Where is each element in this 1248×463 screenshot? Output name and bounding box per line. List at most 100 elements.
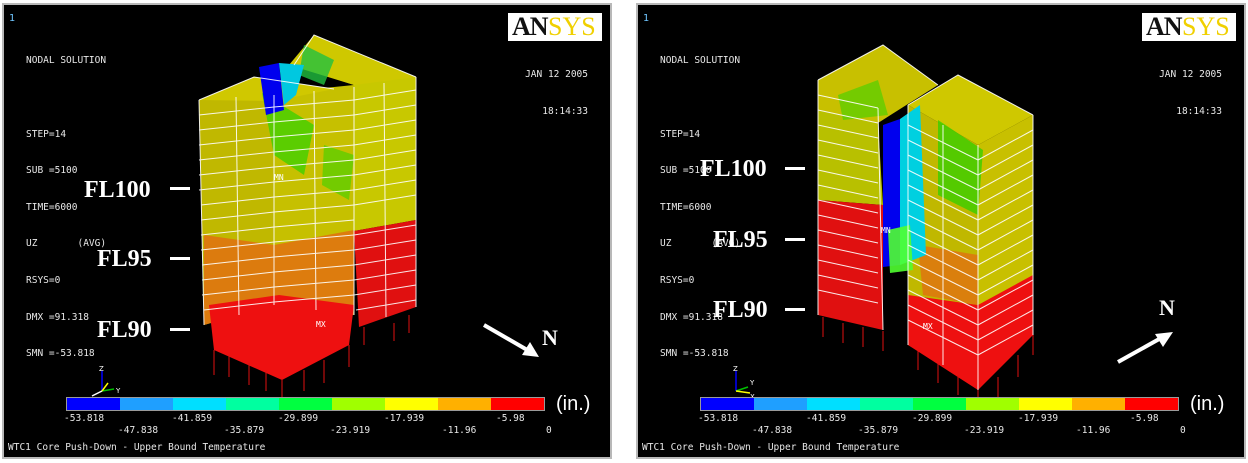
info-line: UZ (AVG) [26, 238, 107, 250]
result-panel-left: 1 NODAL SOLUTION ​ STEP=14 SUB =5100 TIM… [2, 3, 612, 459]
plot-footer: WTC1 Core Push-Down - Upper Bound Temper… [642, 442, 900, 453]
axis-label-y: Y [749, 379, 755, 387]
legend-swatch [67, 398, 120, 410]
info-line: TIME=6000 [660, 201, 712, 213]
time-text: 18:14:33 [542, 106, 588, 118]
legend-swatch [860, 398, 913, 410]
legend-label: -35.879 [224, 425, 265, 436]
plot-footer: WTC1 Core Push-Down - Upper Bound Temper… [8, 442, 266, 453]
axis-triad-icon: Z Y X [733, 365, 755, 401]
logo-an: AN [1146, 12, 1183, 41]
mn-marker: MN [274, 173, 284, 182]
building-model-right: MN MX Z Y X [733, 44, 1173, 407]
legend-label: -17.939 [384, 413, 425, 424]
logo-sys: SYS [548, 12, 596, 41]
north-arrow-icon [482, 323, 539, 357]
legend-swatch [332, 398, 385, 410]
legend-swatch [385, 398, 438, 410]
axis-triad-icon: Z Y [91, 365, 121, 397]
legend-swatch [173, 398, 226, 410]
legend-label: 0 [546, 425, 552, 436]
unit-label: (in.) [556, 393, 591, 415]
color-legend [700, 397, 1179, 411]
legend-swatch [120, 398, 173, 410]
unit-label: (in.) [1190, 393, 1225, 415]
floor-tick [170, 328, 190, 331]
info-line: SUB =5100 [26, 165, 78, 177]
floor-tick [170, 257, 190, 260]
info-line: STEP=14 [660, 128, 701, 140]
building-model-left: MN MX Z Y [91, 34, 539, 397]
color-legend [66, 397, 545, 411]
north-label: N [1159, 295, 1175, 320]
legend-swatch [913, 398, 966, 410]
legend-swatch [279, 398, 332, 410]
legend-label: -11.96 [1076, 425, 1111, 436]
info-line: SUB =5100 [660, 165, 712, 177]
solution-info: NODAL SOLUTION ​ STEP=14 SUB =5100 TIME=… [26, 31, 106, 385]
legend-label: -11.96 [442, 425, 477, 436]
logo-sys: SYS [1182, 12, 1230, 41]
floor-tick [785, 308, 805, 311]
legend-label: -47.838 [118, 425, 159, 436]
legend-label: -53.818 [698, 413, 739, 424]
info-line: SMN =-53.818 [660, 348, 729, 360]
axis-label-z: Z [99, 365, 104, 373]
legend-swatch [966, 398, 1019, 410]
solution-info: NODAL SOLUTION ​ STEP=14 SUB =5100 TIME=… [660, 31, 740, 385]
legend-swatch [491, 398, 544, 410]
info-line: NODAL SOLUTION [660, 55, 741, 67]
logo-an: AN [512, 12, 549, 41]
legend-swatch [1125, 398, 1178, 410]
legend-label: -5.98 [1130, 413, 1159, 424]
info-line: NODAL SOLUTION [26, 55, 107, 67]
result-panel-right: 1 NODAL SOLUTION ​ STEP=14 SUB =5100 TIM… [636, 3, 1246, 459]
floor-label-fl90: FL90 [713, 297, 768, 323]
legend-swatch [754, 398, 807, 410]
floor-label-fl90: FL90 [97, 317, 152, 343]
legend-swatch [226, 398, 279, 410]
mx-marker: MX [923, 322, 933, 331]
axis-label-y: Y [115, 387, 121, 395]
legend-swatch [701, 398, 754, 410]
info-line: RSYS=0 [660, 275, 695, 287]
floor-label-fl95: FL95 [713, 227, 768, 253]
legend-label: -53.818 [64, 413, 105, 424]
legend-label: -17.939 [1018, 413, 1059, 424]
legend-swatch [1072, 398, 1125, 410]
legend-label: -29.899 [912, 413, 953, 424]
legend-label: -23.919 [964, 425, 1005, 436]
floor-label-fl100: FL100 [700, 156, 767, 182]
info-line: TIME=6000 [26, 201, 78, 213]
ansys-logo: AN SYS [1142, 13, 1236, 41]
floor-tick [785, 167, 805, 170]
mn-marker: MN [881, 226, 891, 235]
legend-swatch [438, 398, 491, 410]
legend-label: -41.859 [806, 413, 847, 424]
floor-label-fl100: FL100 [84, 177, 151, 203]
legend-label: -5.98 [496, 413, 525, 424]
legend-label: -23.919 [330, 425, 371, 436]
window-number: 1 [643, 13, 650, 24]
info-line: SMN =-53.818 [26, 348, 95, 360]
info-line: UZ (AVG) [660, 238, 741, 250]
floor-label-fl95: FL95 [97, 246, 152, 272]
timestamp: JAN 12 2005 18:14:33 [1159, 45, 1222, 143]
legend-swatch [1019, 398, 1072, 410]
timestamp: JAN 12 2005 18:14:33 [525, 45, 588, 143]
north-label: N [542, 325, 558, 350]
info-line: STEP=14 [26, 128, 67, 140]
legend-label: -29.899 [278, 413, 319, 424]
floor-tick [170, 187, 190, 190]
legend-label: -41.859 [172, 413, 213, 424]
north-arrow-icon [1117, 332, 1173, 364]
time-text: 18:14:33 [1176, 106, 1222, 118]
info-line: DMX =91.318 [26, 311, 89, 323]
floor-tick [785, 238, 805, 241]
date-text: JAN 12 2005 [1159, 69, 1222, 81]
legend-label: -47.838 [752, 425, 793, 436]
axis-label-z: Z [733, 365, 738, 373]
ansys-logo: AN SYS [508, 13, 602, 41]
legend-label: -35.879 [858, 425, 899, 436]
date-text: JAN 12 2005 [525, 69, 588, 81]
